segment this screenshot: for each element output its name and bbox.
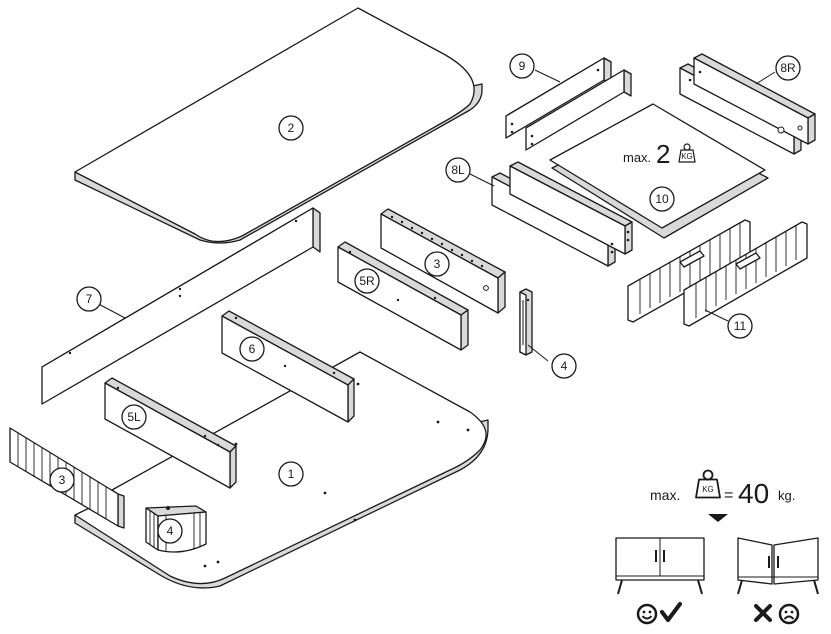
cabinet-correct (615, 537, 705, 595)
svg-text:6: 6 (249, 342, 256, 356)
callout-4-right: 4 (551, 353, 577, 379)
cabinet-incorrect (737, 537, 819, 595)
shelf-load-label: max. 2 KG (623, 139, 696, 169)
svg-text:3: 3 (59, 473, 66, 487)
svg-text:4: 4 (561, 359, 568, 373)
callout-11: 11 (727, 313, 753, 339)
svg-text:4: 4 (167, 524, 174, 538)
callout-3-lower: 3 (49, 467, 75, 493)
callout-8L: 8L (445, 157, 471, 183)
kg-weight-icon: KG (695, 469, 721, 499)
callout-2: 2 (278, 115, 304, 141)
callout-5R: 5R (354, 268, 380, 294)
svg-text:5L: 5L (127, 410, 141, 424)
shelf-10 (549, 103, 769, 239)
rail-8L (491, 161, 633, 267)
callout-5L: 5L (121, 404, 147, 430)
callout-10: 10 (649, 186, 675, 212)
svg-text:2: 2 (288, 121, 295, 135)
svg-text:7: 7 (86, 292, 93, 306)
checkmark-icon (660, 602, 682, 622)
callout-6: 6 (239, 336, 265, 362)
sad-face-icon (778, 603, 800, 625)
smiley-icon (636, 603, 658, 625)
svg-text:9: 9 (519, 59, 526, 73)
svg-text:max.: max. (623, 150, 651, 165)
svg-text:11: 11 (734, 319, 747, 333)
down-triangle-icon (708, 514, 728, 522)
svg-text:max.: max. (650, 487, 680, 503)
svg-text:KG: KG (681, 152, 693, 161)
svg-text:8L: 8L (451, 163, 465, 177)
callout-1: 1 (278, 461, 304, 487)
rail-8R (679, 53, 816, 155)
doors-11 (627, 219, 808, 327)
svg-text:KG: KG (702, 485, 714, 494)
cross-icon (754, 604, 772, 622)
callout-9: 9 (509, 53, 535, 79)
kg-weight-icon: KG (678, 143, 696, 163)
cabinet-load-label: max. KG = 40 kg. (650, 469, 795, 509)
svg-text:=: = (724, 487, 733, 504)
svg-text:1: 1 (288, 467, 295, 481)
leader-lines (90, 69, 776, 362)
svg-text:kg.: kg. (778, 488, 795, 503)
svg-text:8R: 8R (780, 61, 796, 75)
callout-3-upper: 3 (424, 251, 450, 277)
connector-4-right (519, 288, 533, 356)
panel-2-top (74, 7, 483, 244)
callout-7: 7 (76, 286, 102, 312)
panel-7 (41, 207, 321, 405)
rails-9 (505, 57, 632, 151)
callout-4-bottom: 4 (157, 518, 183, 544)
callout-8R: 8R (775, 55, 801, 81)
svg-text:10: 10 (655, 192, 669, 206)
svg-text:5R: 5R (359, 274, 375, 288)
svg-text:3: 3 (434, 257, 441, 271)
svg-text:2: 2 (656, 139, 670, 169)
svg-text:40: 40 (738, 478, 769, 509)
